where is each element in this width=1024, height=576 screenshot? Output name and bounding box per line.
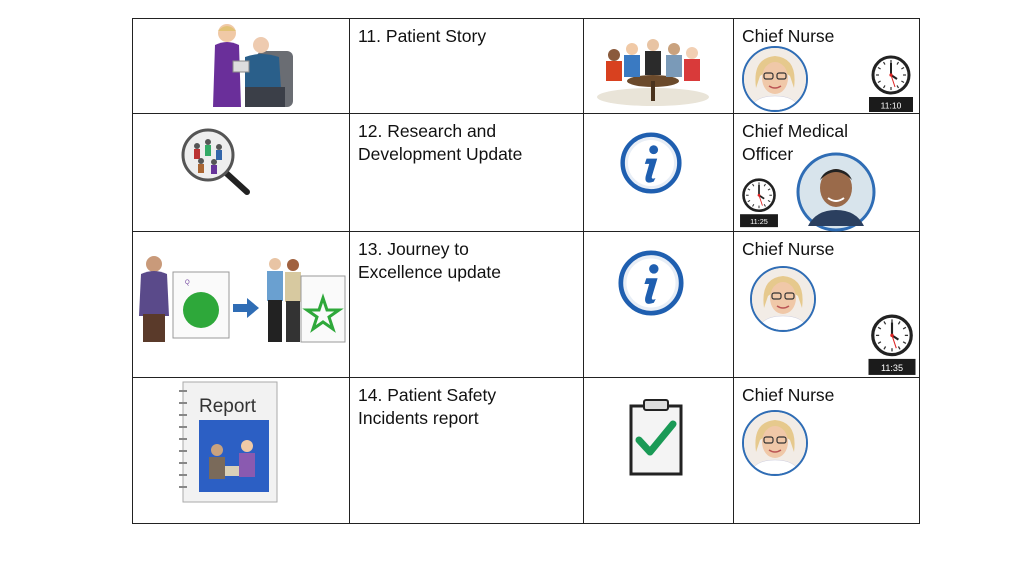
table-row: 11. Patient Story Chief Nurse 11:10 bbox=[132, 18, 920, 114]
report-booklet-icon: Report bbox=[179, 381, 278, 503]
agenda-item-cell: 12. Research and Development Update bbox=[349, 113, 584, 232]
symbol-cell bbox=[583, 231, 734, 378]
illustration-cell bbox=[132, 18, 350, 114]
owner-cell: Chief Nurse 11:35 bbox=[733, 231, 920, 378]
table-row: 12. Research and Development Update Chie… bbox=[132, 113, 920, 232]
clipboard-check-icon bbox=[629, 399, 683, 476]
agenda-item-title: 13. Journey to Excellence update bbox=[358, 239, 502, 282]
presenter-name: Chief Nurse bbox=[742, 239, 835, 259]
owner-cell: Chief Medical Officer 11:25 bbox=[733, 113, 920, 232]
presenter-name: Chief Nurse bbox=[742, 26, 835, 46]
care-quality-improvement-icon: Q bbox=[139, 256, 346, 343]
time-label: 11:10 bbox=[881, 101, 902, 111]
agenda-item-title: 12. Research and Development Update bbox=[358, 121, 523, 164]
report-cover-label: Report bbox=[199, 396, 257, 417]
nurse-with-patient-icon bbox=[213, 24, 293, 107]
table-row: Q 13. Journey to Excellence update Chief… bbox=[132, 231, 920, 378]
presenter-avatar bbox=[742, 46, 808, 112]
illustration-cell: Report bbox=[132, 377, 350, 524]
owner-cell: Chief Nurse 11:10 bbox=[733, 18, 920, 114]
time-label: 11:35 bbox=[881, 363, 903, 373]
presenter-avatar bbox=[750, 266, 816, 332]
agenda-table: 11. Patient Story Chief Nurse 11:10 bbox=[132, 18, 920, 524]
presenter-name: Chief Medical Officer bbox=[742, 121, 849, 164]
agenda-item-title: 11. Patient Story bbox=[358, 26, 487, 46]
symbol-cell bbox=[583, 18, 734, 114]
magnifying-glass-people-icon bbox=[181, 128, 250, 195]
presenter-avatar bbox=[796, 152, 876, 232]
table-row: Report 14. Patient Safety Incidents repo… bbox=[132, 377, 920, 524]
presenter-avatar bbox=[742, 410, 808, 476]
svg-text:Q: Q bbox=[185, 280, 190, 286]
owner-cell: Chief Nurse bbox=[733, 377, 920, 524]
clock-icon: 11:25 bbox=[740, 178, 778, 228]
agenda-item-cell: 14. Patient Safety Incidents report bbox=[349, 377, 584, 524]
information-icon bbox=[620, 132, 682, 194]
presenter-name: Chief Nurse bbox=[742, 385, 835, 405]
symbol-cell bbox=[583, 377, 734, 524]
agenda-item-title: 14. Patient Safety Incidents report bbox=[358, 385, 497, 428]
illustration-cell bbox=[132, 113, 350, 232]
group-meeting-icon bbox=[597, 39, 709, 106]
information-icon bbox=[618, 250, 684, 316]
agenda-item-cell: 13. Journey to Excellence update bbox=[349, 231, 584, 378]
clock-icon: 11:35 bbox=[868, 314, 916, 376]
time-label: 11:25 bbox=[750, 217, 768, 226]
clock-icon: 11:10 bbox=[869, 55, 913, 113]
agenda-item-cell: 11. Patient Story bbox=[349, 18, 584, 114]
symbol-cell bbox=[583, 113, 734, 232]
illustration-cell: Q bbox=[132, 231, 350, 378]
